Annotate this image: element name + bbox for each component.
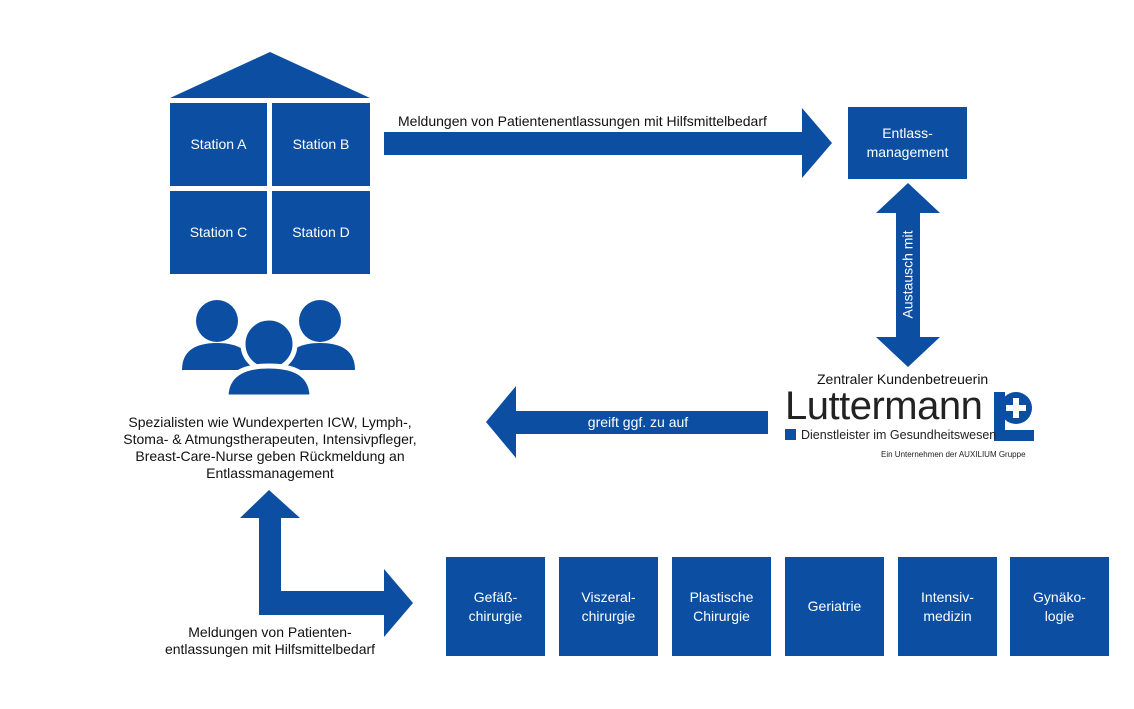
luttermann-logo-text: Luttermann xyxy=(785,384,983,428)
people-group-icon xyxy=(182,300,355,400)
department-gynaekologie: Gynäko- logie xyxy=(1010,557,1109,656)
entlassmanagement-box: Entlass- management xyxy=(848,107,967,179)
house-roof-icon xyxy=(170,52,370,98)
station-b: Station B xyxy=(272,103,370,186)
station-d: Station D xyxy=(272,191,370,274)
luttermann-heading: Zentraler Kundenbetreuerin xyxy=(817,371,989,387)
arrow-specialists-departments xyxy=(240,490,413,637)
arrow-stations-to-entlass xyxy=(384,108,832,178)
department-plastische-chirurgie: Plastische Chirurgie xyxy=(672,557,771,656)
arrow-left-label: greift ggf. zu auf xyxy=(587,414,689,430)
specialists-text: Spezialisten wie Wundexperten ICW, Lymph… xyxy=(123,414,417,481)
arrow-exchange-vertical xyxy=(876,183,940,367)
station-c: Station C xyxy=(170,191,267,274)
arrow-luttermann-to-specialists xyxy=(486,386,768,458)
bottom-arrow-label: Meldungen von Patienten- entlassungen mi… xyxy=(164,624,376,657)
department-geriatrie: Geriatrie xyxy=(785,557,884,656)
department-gefaesschirurgie: Gefäß- chirurgie xyxy=(446,557,545,656)
luttermann-tagline: Dienstleister im Gesundheitswesen xyxy=(801,428,997,442)
luttermann-group-note: Ein Unternehmen der AUXILIUM Gruppe xyxy=(881,450,1026,459)
department-intensivmedizin: Intensiv- medizin xyxy=(898,557,997,656)
luttermann-cross-logo-icon xyxy=(785,392,1034,441)
department-viszeralchirurgie: Viszeral- chirurgie xyxy=(559,557,658,656)
arrow-vertical-label: Austausch mit xyxy=(899,230,916,319)
station-a: Station A xyxy=(170,103,267,186)
arrow-top-label: Meldungen von Patientenentlassungen mit … xyxy=(398,113,767,129)
